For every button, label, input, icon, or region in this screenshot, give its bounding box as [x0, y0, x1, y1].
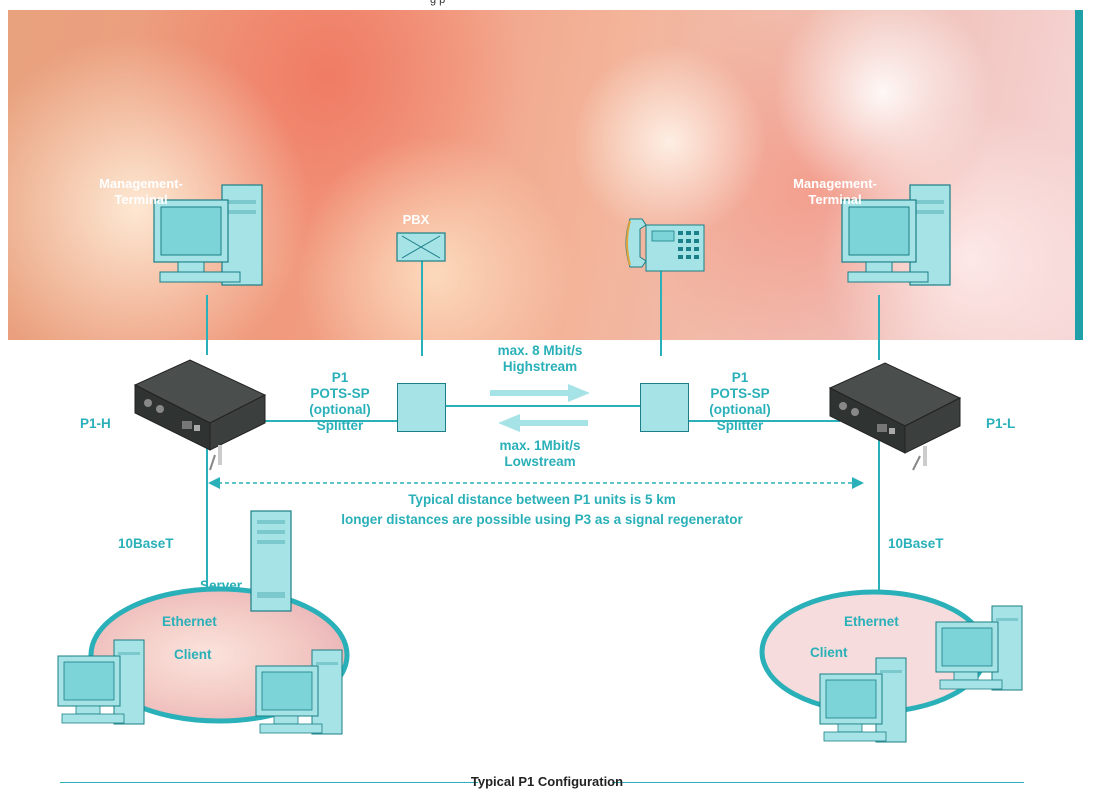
server-label: Server	[200, 578, 243, 593]
client-right-label: Client	[810, 645, 848, 660]
splitter-left-label: P1 POTS-SP (optional) Splitter	[309, 370, 371, 433]
computer-icon	[255, 649, 343, 735]
client-left-label: Client	[174, 647, 212, 662]
modem-device-icon	[828, 362, 962, 471]
computer-icon	[153, 184, 263, 286]
highstream-label: max. 8 Mbit/s Highstream	[497, 343, 583, 374]
ethernet-right-label: Ethernet	[844, 614, 899, 629]
caption-rule-right	[612, 782, 1024, 783]
p1l-label: P1-L	[986, 416, 1016, 431]
figure-caption: Typical P1 Configuration	[470, 774, 624, 789]
p1h-label: P1-H	[80, 416, 111, 431]
mgmt-terminal-right-label: Management- Terminal	[793, 176, 877, 207]
wire-p1h-to-lan-left	[206, 440, 208, 670]
highstream-arrow-icon	[490, 384, 590, 402]
wire-splitter-right-to-p1l	[686, 420, 840, 422]
wire-pbx-to-splitter-left	[421, 260, 423, 356]
server-icon	[250, 510, 292, 612]
tenbaset-right-label: 10BaseT	[888, 536, 944, 551]
distance-note-line2: longer distances are possible using P3 a…	[341, 512, 743, 527]
header-fragment: g p	[430, 0, 446, 6]
splitter-right-label: P1 POTS-SP (optional) Splitter	[709, 370, 771, 433]
modem-device-icon	[133, 359, 267, 471]
wire-phone-to-splitter-right	[660, 270, 662, 356]
wire-splitter-to-splitter	[445, 405, 641, 407]
wire-p1h-to-splitter-left	[262, 420, 398, 422]
mgmt-terminal-left-label: Management- Terminal	[99, 176, 183, 207]
distance-arrow-icon	[208, 477, 864, 489]
ethernet-left-label: Ethernet	[162, 614, 217, 629]
distance-note-line1: Typical distance between P1 units is 5 k…	[408, 492, 676, 507]
computer-icon	[57, 639, 145, 725]
lowstream-arrow-icon	[498, 414, 588, 432]
splitter-box-left	[397, 383, 446, 432]
background-banner	[8, 10, 1075, 340]
wire-mgmt-right-to-p1l	[878, 295, 880, 360]
computer-icon	[935, 605, 1023, 691]
pbx-label: PBX	[402, 212, 430, 227]
computer-icon	[841, 184, 951, 286]
wire-mgmt-left-to-p1h	[206, 295, 208, 355]
wire-p1l-to-lan-right	[878, 440, 880, 590]
lowstream-label: max. 1Mbit/s Lowstream	[499, 438, 581, 469]
splitter-box-right	[640, 383, 689, 432]
pbx-switch-icon	[396, 232, 446, 262]
tenbaset-left-label: 10BaseT	[118, 536, 174, 551]
telephone-icon	[625, 218, 705, 272]
computer-icon	[819, 657, 907, 743]
banner-edge-bar	[1075, 10, 1083, 340]
caption-rule-left	[60, 782, 478, 783]
